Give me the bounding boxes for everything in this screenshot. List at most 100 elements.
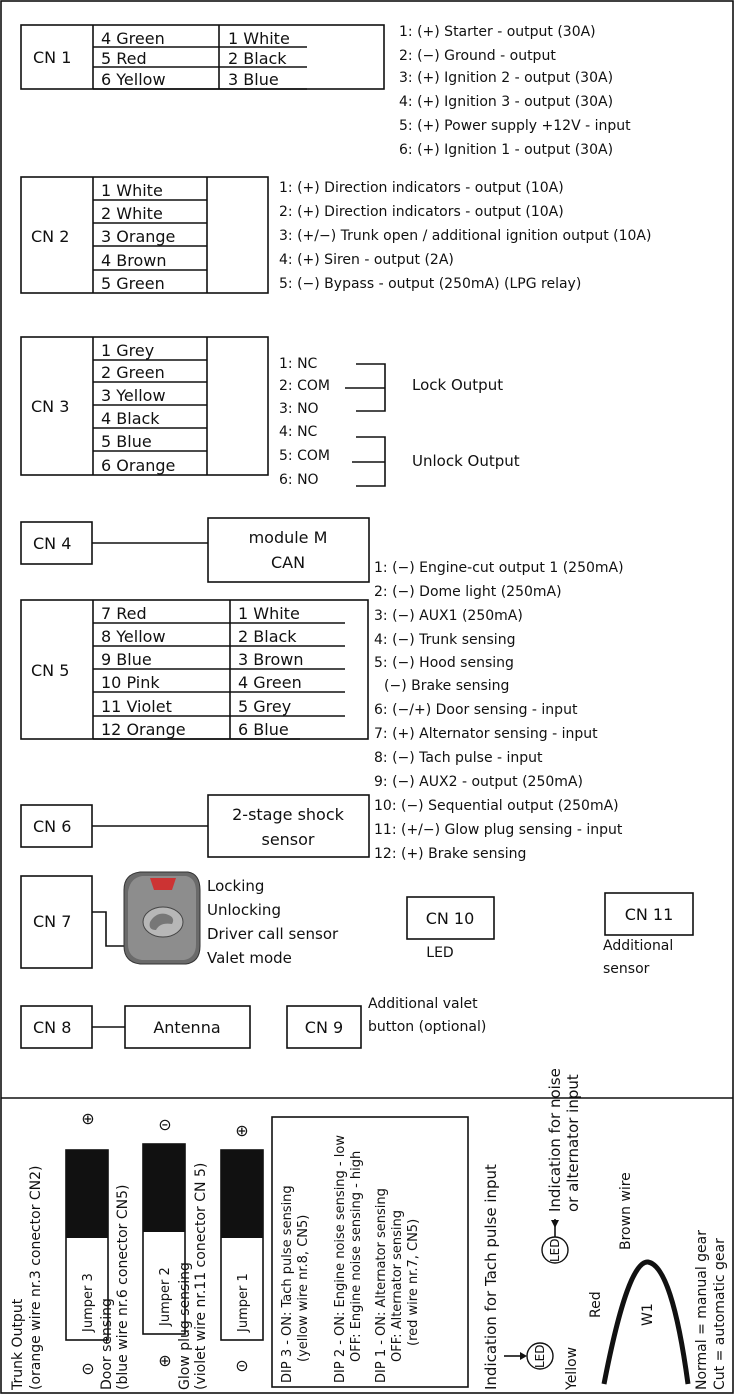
cn10-sub: LED bbox=[426, 945, 453, 961]
cn3-pin: 6: NO bbox=[279, 472, 319, 488]
cn7-function: Locking bbox=[207, 877, 264, 895]
cn3-wire: 6 Orange bbox=[101, 456, 175, 475]
cn1-connector: CN 1 4 Green 5 Red 6 Yellow 1 White 2 Bl… bbox=[20, 24, 385, 90]
dip-line: (yellow wire nr.8, CN5) bbox=[296, 1215, 311, 1362]
cn5-wire: 2 Black bbox=[238, 627, 297, 646]
cn5-desc: 7: (+) Alternator sensing - input bbox=[374, 726, 598, 742]
cn3-wire: 1 Grey bbox=[101, 341, 154, 360]
yellow-label: Yellow bbox=[564, 1347, 580, 1391]
cn10-connector: CN 10 LED bbox=[406, 896, 495, 961]
cn6-label: CN 6 bbox=[33, 817, 71, 836]
glow-plug-label: Glow plug sensing bbox=[177, 1262, 193, 1390]
cn5-wire: 1 White bbox=[238, 604, 300, 623]
cn11-sub: Additional bbox=[603, 938, 673, 954]
tach-indication-label: Indication for Tach pulse input bbox=[482, 1164, 500, 1390]
cn7-function: Driver call sensor bbox=[207, 925, 339, 943]
cn5-desc: 2: (−) Dome light (250mA) bbox=[374, 584, 562, 600]
cn7-function: Unlocking bbox=[207, 901, 281, 919]
dip-switch-box: DIP 3 - ON: Tach pulse sensing (yellow w… bbox=[271, 1116, 469, 1388]
cn5-wire: 11 Violet bbox=[101, 697, 172, 716]
cn3-relay-outputs: 1: NC 2: COM 3: NO 4: NC 5: COM 6: NO Lo… bbox=[279, 356, 520, 488]
plus-icon: ⊕ bbox=[235, 1121, 248, 1140]
cn5-desc: 5: (−) Hood sensing bbox=[374, 655, 514, 671]
cn5-wire: 12 Orange bbox=[101, 720, 186, 739]
cn3-wire: 4 Black bbox=[101, 409, 160, 428]
cn8-label: CN 8 bbox=[33, 1018, 71, 1037]
cn2-desc: 2: (+) Direction indicators - output (10… bbox=[279, 204, 564, 220]
yellow-led-icon bbox=[526, 1342, 554, 1370]
cn5-wire: 8 Yellow bbox=[101, 627, 166, 646]
led-text: LED bbox=[548, 1238, 562, 1262]
dip-line: DIP 3 - ON: Tach pulse sensing bbox=[280, 1185, 295, 1383]
cn4-connector: CN 4 module M CAN bbox=[20, 517, 370, 583]
minus-icon: ⊝ bbox=[158, 1115, 171, 1134]
cn1-wire: 4 Green bbox=[101, 29, 165, 48]
dip-line: DIP 2 - ON: Engine noise sensing - low bbox=[333, 1135, 348, 1383]
cn5-desc: 9: (−) AUX2 - output (250mA) bbox=[374, 774, 583, 790]
cn1-wire: 2 Black bbox=[228, 49, 287, 68]
valet-button-line2: button (optional) bbox=[368, 1019, 486, 1035]
cn5-wire: 6 Blue bbox=[238, 720, 289, 739]
valet-button-line1: Additional valet bbox=[368, 996, 478, 1012]
cn2-label: CN 2 bbox=[31, 227, 69, 246]
cn8-connector: CN 8 Antenna bbox=[20, 1005, 251, 1049]
cn5-desc: 10: (−) Sequential output (250mA) bbox=[374, 798, 619, 814]
jumper-1-label: Jumper 1 bbox=[236, 1273, 251, 1333]
cn5-desc: 12: (+) Brake sensing bbox=[374, 846, 526, 862]
cn1-desc: 4: (+) Ignition 3 - output (30A) bbox=[399, 94, 613, 110]
cn3-pin: 4: NC bbox=[279, 424, 318, 440]
noise-indication-line2: or alternator input bbox=[564, 1074, 582, 1212]
cn7-connector: CN 7 Locking Unlocking Driver call senso… bbox=[20, 871, 339, 969]
w1-label: W1 bbox=[640, 1303, 656, 1326]
unlock-output-label: Unlock Output bbox=[412, 452, 520, 470]
cn5-connector: CN 5 7 Red 8 Yellow 9 Blue 10 Pink 11 Vi… bbox=[20, 599, 369, 740]
cn1-desc: 3: (+) Ignition 2 - output (30A) bbox=[399, 70, 613, 86]
cn2-desc: 3: (+/−) Trunk open / additional ignitio… bbox=[279, 228, 651, 244]
red-label: Red bbox=[588, 1291, 604, 1318]
cn1-descriptions: 1: (+) Starter - output (30A) 2: (−) Gro… bbox=[399, 24, 631, 158]
cn3-wire: 3 Yellow bbox=[101, 386, 166, 405]
cn5-wire: 10 Pink bbox=[101, 673, 160, 692]
noise-indication-line1: Indication for noise bbox=[546, 1068, 564, 1212]
cn5-wire: 4 Green bbox=[238, 673, 302, 692]
cn3-pin: 3: NO bbox=[279, 401, 319, 417]
dip-line: OFF: Alternator sensing bbox=[390, 1210, 405, 1362]
door-sensing-detail: (blue wire nr.6 conector CN5) bbox=[115, 1184, 131, 1390]
gear-normal-label: Normal = manual gear bbox=[694, 1230, 710, 1390]
cn5-desc: 1: (−) Engine-cut output 1 (250mA) bbox=[374, 560, 624, 576]
led-indicators: Indication for Tach pulse input LED Yell… bbox=[482, 1068, 604, 1391]
cn7-label: CN 7 bbox=[33, 912, 71, 931]
cn5-desc: 11: (+/−) Glow plug sensing - input bbox=[374, 822, 623, 838]
cn2-desc: 5: (−) Bypass - output (250mA) (LPG rela… bbox=[279, 276, 581, 292]
w1-wire-loop: W1 Brown wire Normal = manual gear Cut =… bbox=[601, 1172, 728, 1390]
cn2-descriptions: 1: (+) Direction indicators - output (10… bbox=[279, 180, 651, 292]
cn3-pin: 2: COM bbox=[279, 378, 330, 394]
cn1-wire: 1 White bbox=[228, 29, 290, 48]
antenna-label: Antenna bbox=[153, 1018, 220, 1037]
brown-wire-label: Brown wire bbox=[618, 1172, 634, 1250]
cn1-desc: 1: (+) Starter - output (30A) bbox=[399, 24, 596, 40]
glow-plug-detail: (violet wire nr.11 conector CN 5) bbox=[193, 1163, 209, 1390]
cn1-wire: 5 Red bbox=[101, 49, 147, 68]
cn2-wire: 2 White bbox=[101, 204, 163, 223]
cn2-desc: 1: (+) Direction indicators - output (10… bbox=[279, 180, 564, 196]
trunk-output-detail: (orange wire nr.3 conector CN2) bbox=[28, 1165, 44, 1390]
module-m-can-line2: CAN bbox=[271, 553, 305, 572]
cn1-wire: 3 Blue bbox=[228, 70, 279, 89]
cn9-connector: CN 9 Additional valet button (optional) bbox=[286, 996, 486, 1049]
door-sensing-label: Door sensing bbox=[99, 1298, 115, 1390]
shock-sensor-line1: 2-stage shock bbox=[232, 805, 345, 824]
gear-cut-label: Cut = automatic gear bbox=[712, 1238, 728, 1390]
cn2-wire: 1 White bbox=[101, 181, 163, 200]
cn3-connector: CN 3 1 Grey 2 Green 3 Yellow 4 Black 5 B… bbox=[20, 336, 269, 476]
cn7-function: Valet mode bbox=[207, 949, 292, 967]
jumper-section: ⊕ ⊝ ⊕ ⊝ ⊕ ⊝ Jumper 3 Jumper 2 Jumper 1 T… bbox=[10, 1109, 264, 1391]
lock-output-label: Lock Output bbox=[412, 376, 503, 394]
cn4-label: CN 4 bbox=[33, 534, 71, 553]
jumper-3-label: Jumper 3 bbox=[81, 1273, 96, 1333]
cn2-wire: 4 Brown bbox=[101, 251, 166, 270]
dip-line: DIP 1 - ON: Alternator sensing bbox=[374, 1188, 389, 1383]
cn1-desc: 2: (−) Ground - output bbox=[399, 48, 556, 64]
cn5-desc: 8: (−) Tach pulse - input bbox=[374, 750, 543, 766]
